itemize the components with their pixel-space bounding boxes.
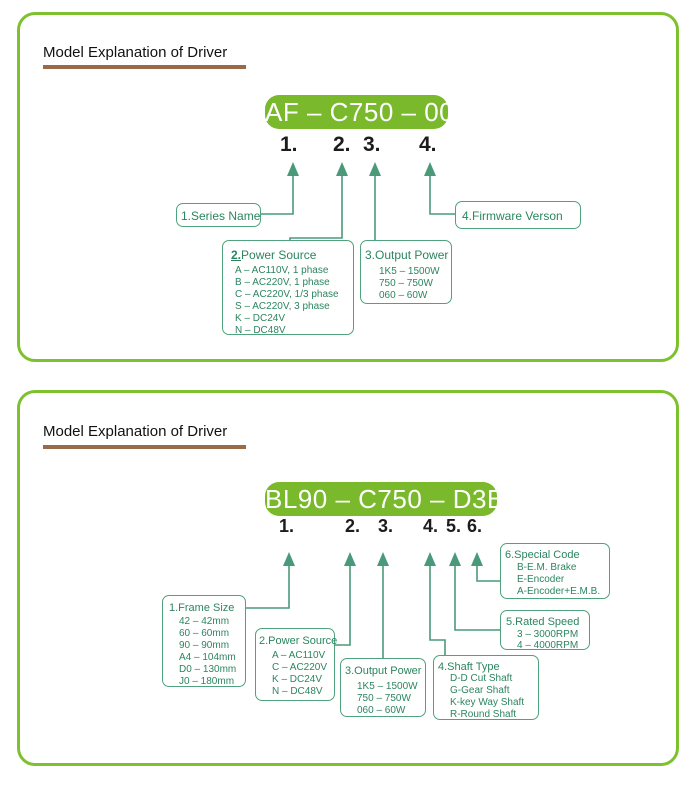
output-line: 1K5 – 1500W [357,681,418,692]
digit-label-1: 1. [279,516,295,536]
model-code-bl90: BL90 – C750 – D3B [265,482,505,516]
frame-line: D0 – 130mm [179,664,237,675]
arrow-5 [454,560,500,631]
rated-speed-title: 5.Rated Speed [506,616,580,628]
rated-speed-box: 5.Rated Speed 3 – 3000RPM 4 – 4000RPM [500,610,590,651]
power-source-box: 2.Power Source A – AC110V, 1 phase B – A… [222,240,354,336]
power-source-title: 2.Power Source [259,635,338,647]
shaft-line: K-key Way Shaft [450,697,525,708]
arrow-4 [429,560,446,655]
power-source-title: 2.Power Source [231,248,317,262]
power-line: A – AC110V, 1 phase [235,265,329,276]
speed-line: 4 – 4000RPM [517,640,579,651]
special-code-box: 6.Special Code B-E.M. Brake E-Encoder A-… [500,543,610,599]
power-line: N – DC48V [272,686,323,697]
digit-label-4: 4. [423,516,439,536]
digit-label-3: 3. [378,516,394,536]
power-source-box: 2.Power Source A – AC110V C – AC220V K –… [255,628,338,701]
frame-line: 60 – 60mm [179,628,230,639]
firmware-version-title: 4.Firmware Verson [462,209,563,223]
firmware-version-box: 4.Firmware Verson [455,201,581,229]
speed-line: 3 – 3000RPM [517,629,579,640]
power-line: B – AC220V, 1 phase [235,277,330,288]
frame-size-box: 1.Frame Size 42 – 42mm 60 – 60mm 90 – 90… [162,595,246,687]
frame-line: J0 – 180mm [179,676,235,687]
panel-title: Model Explanation of Driver [43,423,228,440]
digit-label-6: 6. [467,516,483,536]
arrow-head [377,552,389,566]
power-line: K – DC24V [272,674,323,685]
arrow-head [369,162,381,176]
arrow-1 [261,170,294,215]
digit-label-2: 2. [333,133,351,156]
frame-size-title: 1.Frame Size [169,602,235,614]
arrow-head [424,552,436,566]
arrow-2 [335,560,351,646]
shaft-line: D-D Cut Shaft [450,673,513,684]
arrow-1 [246,560,290,609]
arrow-2 [289,170,343,240]
output-power-title: 3.Output Power [365,248,449,262]
panel-title: Model Explanation of Driver [43,44,228,61]
output-line: 750 – 750W [357,693,411,704]
arrow-head [336,162,348,176]
arrow-head [449,552,461,566]
frame-line: 90 – 90mm [179,640,230,651]
power-line: S – AC220V, 3 phase [235,301,330,312]
digit-label-3: 3. [363,133,381,156]
arrow-head [424,162,436,176]
output-power-box: 3.Output Power 1K5 – 1500W 750 – 750W 06… [360,240,452,304]
digit-label-1: 1. [280,133,298,156]
power-line: C – AC220V, 1/3 phase [235,289,339,300]
power-line: N – DC48V [235,325,286,336]
model-code-af: AF – C750 – 00 [265,95,455,129]
series-name-box: 1.Series Name [176,203,261,227]
arrow-head [344,552,356,566]
power-line: C – AC220V [272,662,328,673]
series-name-title: 1.Series Name [181,209,261,223]
arrow-head [471,552,483,566]
title-underline [43,65,246,69]
arrow-head [283,552,295,566]
power-line: A – AC110V [272,650,326,661]
title-underline [43,445,246,449]
shaft-type-title: 4.Shaft Type [438,661,500,673]
special-line: E-Encoder [517,574,565,585]
output-line: 060 – 60W [357,705,406,716]
frame-line: A4 – 104mm [179,652,236,663]
output-line: 750 – 750W [379,278,433,289]
arrow-head [287,162,299,176]
shaft-line: R-Round Shaft [450,709,517,720]
digit-label-2: 2. [345,516,361,536]
output-line: 1K5 – 1500W [379,266,440,277]
shaft-line: G-Gear Shaft [450,685,510,696]
arrow-6 [476,560,500,582]
digit-label-5: 5. [446,516,462,536]
special-line: A-Encoder+E.M.B. [517,586,601,597]
arrow-4 [429,170,455,215]
special-line: B-E.M. Brake [517,562,577,573]
output-line: 060 – 60W [379,290,428,301]
special-code-title: 6.Special Code [505,549,580,561]
output-power-title: 3.Output Power [345,665,422,677]
output-power-box: 3.Output Power 1K5 – 1500W 750 – 750W 06… [340,658,426,717]
shaft-type-box: 4.Shaft Type D-D Cut Shaft G-Gear Shaft … [433,655,539,720]
frame-line: 42 – 42mm [179,616,230,627]
power-line: K – DC24V [235,313,286,324]
digit-label-4: 4. [419,133,437,156]
